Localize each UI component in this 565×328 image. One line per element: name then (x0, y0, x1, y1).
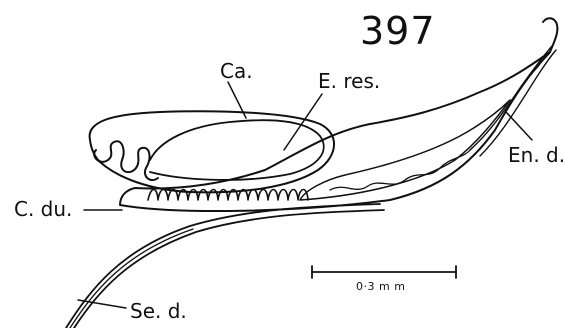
label-cirrus-duct: C. du. (14, 197, 72, 221)
label-endoderm-duct: En. d. (508, 143, 565, 167)
label-sperm-duct: Se. d. (130, 299, 187, 323)
cirrus-duct-folds (94, 141, 158, 180)
sperm-duct (66, 204, 384, 328)
leader-lines (78, 82, 532, 308)
figure-number: 397 (360, 9, 436, 53)
label-cirrus-sac: Ca. (220, 59, 253, 83)
organ-body (120, 18, 557, 211)
scale-bar: 0·3 m m (312, 266, 456, 293)
label-ejaculatory-reservoir: E. res. (318, 69, 380, 93)
scale-bar-label: 0·3 m m (356, 280, 405, 293)
